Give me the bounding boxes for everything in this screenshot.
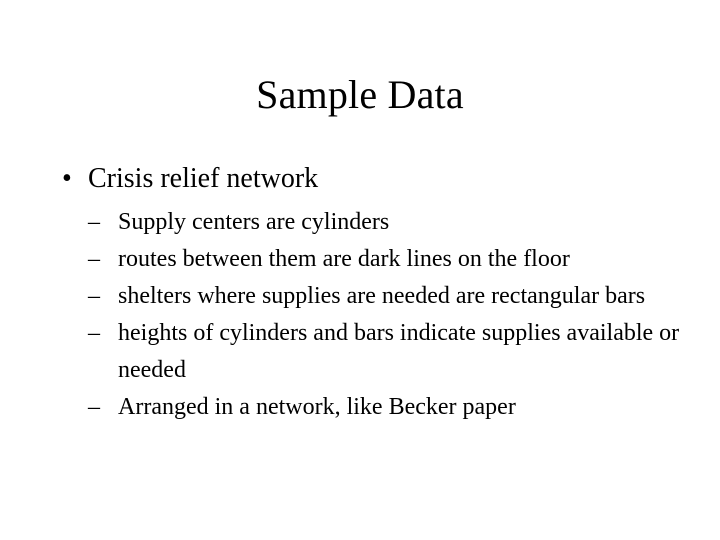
slide-title: Sample Data <box>256 72 464 117</box>
sub-bullet-list: – Supply centers are cylinders – routes … <box>54 204 684 426</box>
sub-bullet-label: Arranged in a network, like Becker paper <box>118 394 516 420</box>
sub-bullet-item-heights: – heights of cylinders and bars indicate… <box>54 315 684 389</box>
dash-marker-icon: – <box>88 209 100 235</box>
sub-bullet-item-arranged: – Arranged in a network, like Becker pap… <box>54 389 684 426</box>
bullet-marker-icon: • <box>62 163 72 194</box>
bullet-item-level1: • Crisis relief network <box>54 160 684 198</box>
slide-content-body: • Crisis relief network – Supply centers… <box>54 160 684 426</box>
sub-bullet-label: heights of cylinders and bars indicate s… <box>118 320 680 383</box>
sub-bullet-label: shelters where supplies are needed are r… <box>118 283 646 309</box>
dash-marker-icon: – <box>88 320 100 346</box>
sub-bullet-item-routes: – routes between them are dark lines on … <box>54 241 684 278</box>
dash-marker-icon: – <box>88 283 100 309</box>
sub-bullet-item-supply-centers: – Supply centers are cylinders <box>54 204 684 241</box>
bullet-level1-label: Crisis relief network <box>88 163 319 194</box>
sub-bullet-label: routes between them are dark lines on th… <box>118 246 570 272</box>
dash-marker-icon: – <box>88 246 100 272</box>
sub-bullet-label: Supply centers are cylinders <box>118 209 390 235</box>
dash-marker-icon: – <box>88 394 100 420</box>
sub-bullet-item-shelters: – shelters where supplies are needed are… <box>54 278 684 315</box>
